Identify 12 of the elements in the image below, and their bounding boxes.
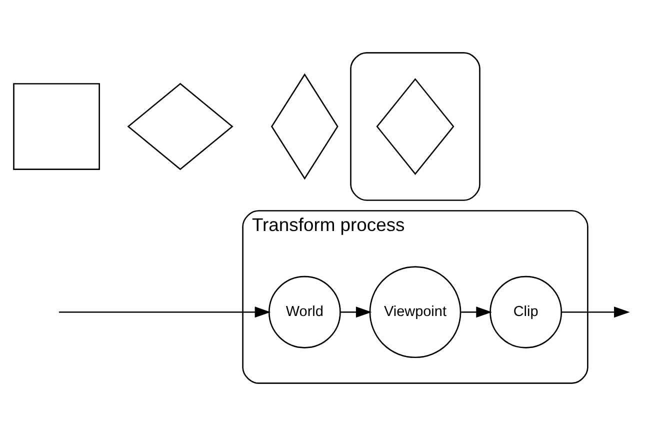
node-circle: Clip — [490, 275, 562, 348]
node-diamond — [376, 78, 454, 174]
node-diamond — [270, 72, 338, 180]
node-circle: Viewpoint — [369, 266, 462, 358]
arrow — [340, 306, 372, 318]
node-diamond — [127, 82, 234, 170]
arrow — [58, 306, 271, 318]
arrow — [461, 306, 492, 318]
cluster — [350, 52, 480, 200]
node-circle: World — [268, 275, 341, 348]
arrow — [562, 306, 630, 318]
node-box — [13, 82, 100, 170]
